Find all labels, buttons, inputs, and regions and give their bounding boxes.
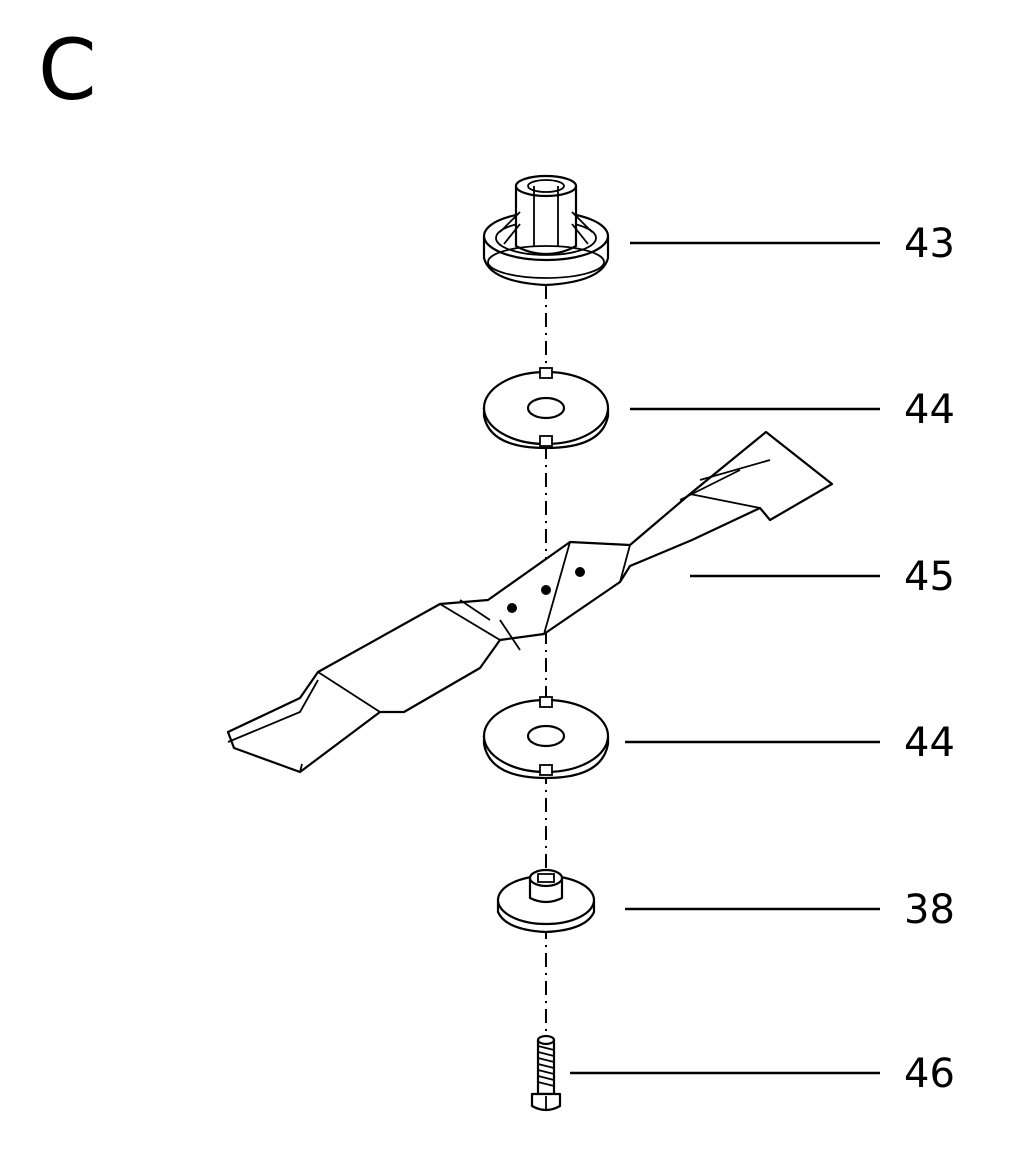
upper-washer-part: [482, 367, 610, 450]
bolt-part: [530, 1034, 562, 1112]
callout-label-retainer: 38: [904, 887, 955, 933]
retainer-part: [496, 868, 596, 934]
callout-label-bolt: 46: [904, 1051, 955, 1097]
callout-label-blade: 45: [904, 554, 955, 600]
lower-washer-part: [482, 696, 610, 780]
callout-label-upper-washer: 44: [904, 387, 955, 433]
blade-part: [226, 430, 834, 774]
hub-part: [482, 174, 610, 292]
section-letter: C: [38, 21, 97, 119]
callout-label-lower-washer: 44: [904, 720, 955, 766]
callout-label-hub: 43: [904, 221, 955, 267]
